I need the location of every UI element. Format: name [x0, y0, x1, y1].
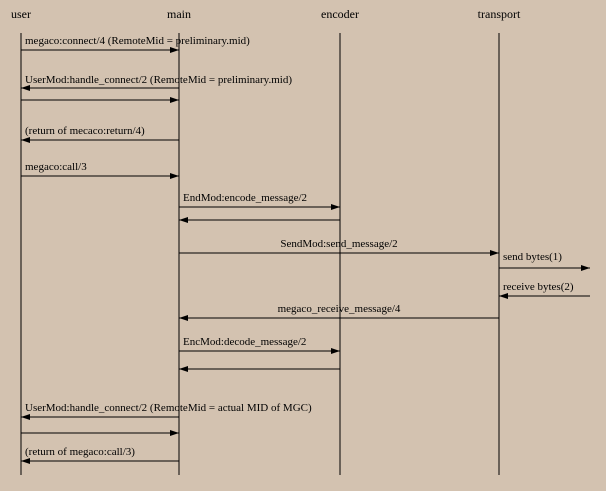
arrowhead-icon	[179, 217, 188, 223]
arrowhead-icon	[170, 173, 179, 179]
arrowhead-icon	[21, 137, 30, 143]
encoder-label: encoder	[321, 7, 359, 21]
message-label: EndMod:encode_message/2	[183, 192, 307, 204]
message: receive bytes(2)	[499, 281, 590, 299]
arrowhead-icon	[179, 366, 188, 372]
arrowhead-icon	[581, 265, 590, 271]
arrowhead-icon	[21, 458, 30, 464]
arrowhead-icon	[499, 293, 508, 299]
message-label: UserMod:handle_connect/2 (RemoteMid = pr…	[25, 74, 292, 86]
message: megaco:call/3	[21, 161, 179, 179]
user-label: user	[11, 7, 31, 21]
message-label: send bytes(1)	[503, 251, 562, 263]
message-label: EncMod:decode_message/2	[183, 336, 306, 348]
message-label: megaco:call/3	[25, 161, 87, 173]
message: (return of megaco:call/3)	[21, 446, 179, 464]
arrowhead-icon	[331, 204, 340, 210]
message-label: (return of mecaco:return/4)	[25, 125, 145, 137]
message-label: megaco:connect/4 (RemoteMid = preliminar…	[25, 35, 250, 47]
message: SendMod:send_message/2	[179, 238, 499, 256]
arrowhead-icon	[490, 250, 499, 256]
message: EndMod:encode_message/2	[179, 192, 340, 210]
messages: megaco:connect/4 (RemoteMid = preliminar…	[21, 35, 590, 464]
arrowhead-icon	[21, 414, 30, 420]
message: UserMod:handle_connect/2 (RemoteMid = pr…	[21, 74, 292, 91]
arrowhead-icon	[21, 85, 30, 91]
participant-labels: user main encoder transport	[11, 7, 521, 21]
message-label: UserMod:handle_connect/2 (RemoteMid = ac…	[25, 402, 312, 414]
message	[21, 97, 179, 103]
arrowhead-icon	[179, 315, 188, 321]
arrowhead-icon	[170, 97, 179, 103]
arrowhead-icon	[170, 430, 179, 436]
message: UserMod:handle_connect/2 (RemoteMid = ac…	[21, 402, 312, 420]
message: (return of mecaco:return/4)	[21, 125, 179, 143]
lifelines	[20, 33, 500, 475]
message-label: receive bytes(2)	[503, 281, 574, 293]
main-label: main	[167, 7, 191, 21]
message: send bytes(1)	[499, 251, 590, 271]
message	[179, 366, 340, 372]
message-label: SendMod:send_message/2	[280, 238, 397, 250]
message	[179, 217, 340, 223]
arrowhead-icon	[170, 47, 179, 53]
message: EncMod:decode_message/2	[179, 336, 340, 354]
message: megaco_receive_message/4	[179, 303, 499, 321]
message: megaco:connect/4 (RemoteMid = preliminar…	[21, 35, 250, 53]
message-label: megaco_receive_message/4	[278, 303, 401, 315]
message-label: (return of megaco:call/3)	[25, 446, 135, 458]
arrowhead-icon	[331, 348, 340, 354]
message	[21, 430, 179, 436]
transport-label: transport	[478, 7, 521, 21]
